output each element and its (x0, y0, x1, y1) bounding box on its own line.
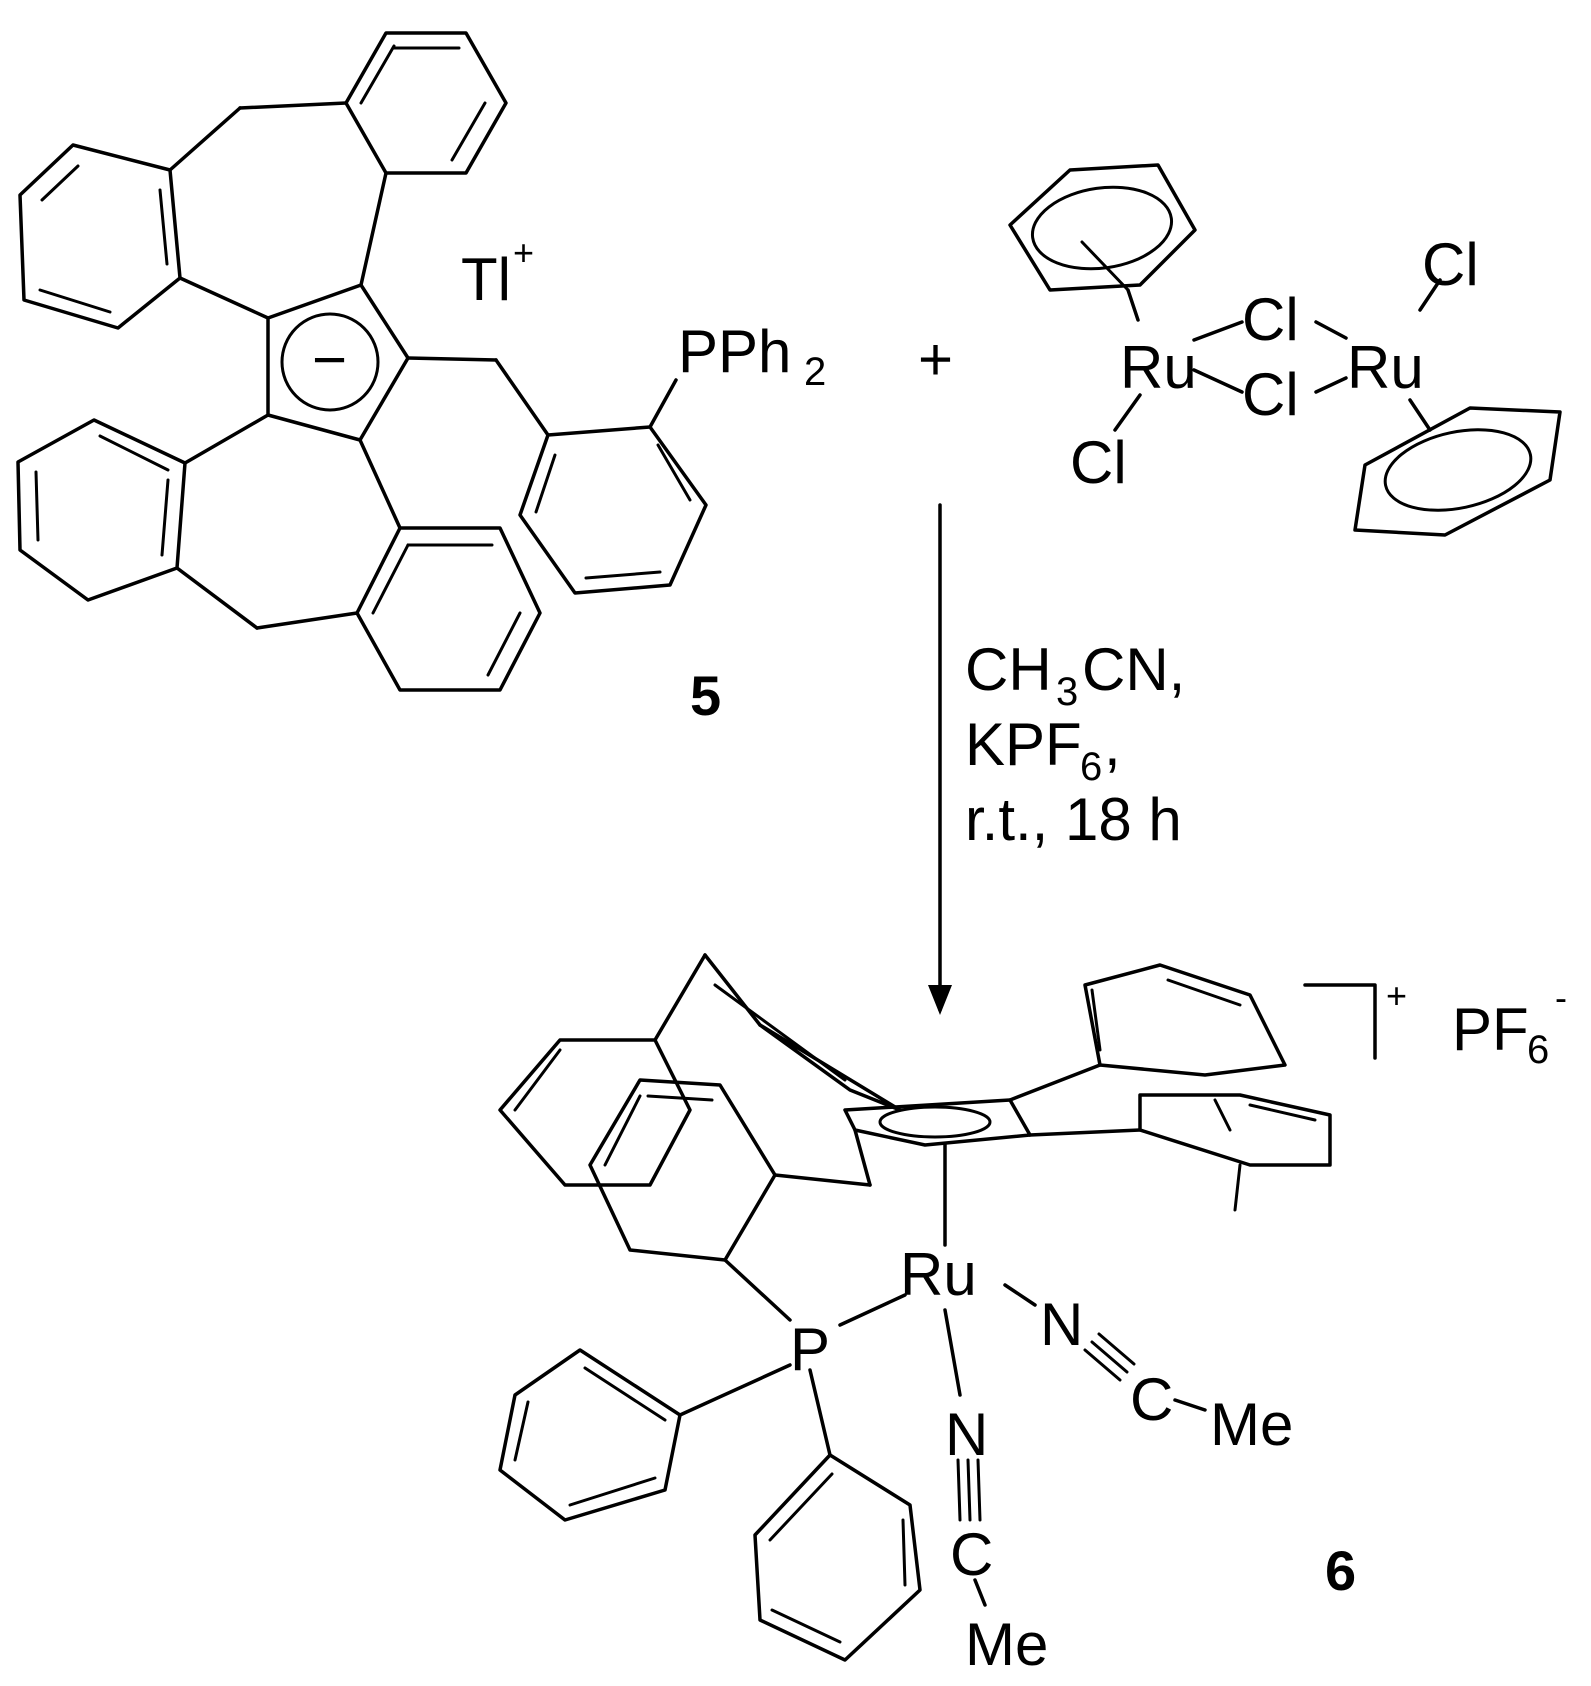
bond-p-ru (838, 1293, 907, 1327)
benzo-ring-top-right (344, 31, 508, 175)
cp-ring-product (843, 1098, 1032, 1147)
bond-ru-benzene-left (1126, 288, 1140, 322)
condition-solvent: CH (965, 636, 1052, 703)
bond-ring-benzo-tr (359, 171, 388, 287)
bond-ru1-cl-terminal (1113, 393, 1142, 432)
cl-terminal-right-label: Cl (1422, 231, 1479, 298)
bond-cp-right-lower (1028, 1128, 1142, 1137)
bond-cp-right-upper (1008, 1063, 1102, 1102)
bond-ring-benzo-br (358, 438, 402, 530)
reaction-arrow (928, 503, 952, 1015)
phosphorus-label: P (790, 1316, 830, 1383)
nitrile-right-me: Me (1210, 1391, 1293, 1458)
ch2-bridge-top-b (238, 101, 348, 110)
bond-ring-benzo-tl (178, 276, 270, 320)
cl-bridge-top-label: Cl (1242, 286, 1299, 353)
ch2-bridge-top-a (168, 106, 242, 172)
p-phenyl-left (498, 1348, 682, 1522)
pf6-label: PF (1452, 996, 1529, 1063)
benzene-ligand-left (1008, 163, 1197, 292)
benzene-ligand-right (1353, 406, 1562, 537)
condition-salt: KPF (965, 711, 1082, 778)
right-arene-lower (1138, 1093, 1332, 1212)
pph2-subscript: 2 (804, 350, 826, 394)
phosphinophenyl-ring (518, 425, 708, 595)
bond-ru-n-lower (943, 1308, 962, 1397)
bond-p-phenyl-left (678, 1363, 792, 1417)
condition-salt-tail: , (1104, 711, 1121, 778)
benzo-ring-bottom-left (16, 418, 187, 602)
reactant-5-structure: − (16, 31, 708, 692)
bond-aryl-p (648, 378, 678, 429)
bond-aryl-p (723, 1258, 792, 1322)
bond-ch2-aryl (494, 358, 550, 437)
bond-c-me-right (1173, 1398, 1207, 1412)
plus-sign: + (918, 326, 953, 393)
nitrile-lower-n: N (945, 1401, 988, 1468)
condition-solvent-tail: CN, (1082, 636, 1185, 703)
bond-ru2-cl-top (1314, 320, 1348, 340)
bond-ru2-cl-bottom (1314, 376, 1348, 394)
thallium-label: Tl (461, 246, 511, 313)
cation-bracket (1303, 983, 1377, 1060)
cation-charge: + (1386, 975, 1407, 1016)
pf6-subscript: 6 (1527, 1028, 1549, 1072)
bond-ch2-aryl (773, 1173, 872, 1187)
ru-product-label: Ru (900, 1241, 977, 1308)
compound-number-5: 5 (690, 664, 721, 727)
bond-ru-n-right (1003, 1283, 1037, 1307)
cl-terminal-left-label: Cl (1070, 429, 1127, 496)
pendant-aryl-front (588, 1078, 777, 1262)
condition-salt-sub: 6 (1080, 745, 1102, 789)
condition-temp-time: r.t., 18 h (965, 786, 1182, 853)
nitrile-lower-c: C (950, 1521, 993, 1588)
product-6-structure (498, 953, 1377, 1662)
bond-ru2-cl-terminal (1418, 278, 1442, 312)
nitrile-right-n: N (1040, 1291, 1083, 1358)
benzo-ring-top-left (18, 143, 182, 330)
ru-right-label: Ru (1347, 334, 1424, 401)
p-phenyl-bottom (753, 1453, 922, 1662)
condition-solvent-sub: 3 (1056, 670, 1078, 714)
bond-ru-benzene-right (1408, 398, 1432, 432)
ch2-to-left-arene (653, 953, 707, 1042)
ru-dimer-structure (1008, 163, 1562, 537)
right-arene-upper (1083, 963, 1287, 1077)
pf6-charge: - (1555, 977, 1567, 1018)
ch2-bridge-top (703, 953, 762, 1027)
pph2-label: PPh (678, 318, 791, 385)
benzo-ring-bottom-right (355, 526, 542, 692)
ch2-bridge-bottom-a (175, 566, 259, 630)
thallium-charge: + (513, 232, 534, 273)
ru-left-label: Ru (1120, 334, 1197, 401)
bond-ru1-cl-bottom (1192, 368, 1244, 394)
bond-ring-ch2 (406, 356, 498, 362)
bond-p-phenyl-bottom (808, 1368, 832, 1457)
bond-ru1-cl-top (1192, 320, 1244, 342)
ring-charge-minus: − (312, 326, 347, 393)
ch2-bridge-bottom-b (255, 611, 359, 630)
nitrile-lower-me: Me (965, 1611, 1048, 1678)
compound-number-6: 6 (1325, 1539, 1356, 1602)
nitrile-right-c: C (1130, 1366, 1173, 1433)
bond-ring-benzo-bl (183, 413, 270, 465)
back-arene-left (498, 1038, 692, 1187)
cl-bridge-bottom-label: Cl (1242, 361, 1299, 428)
cyclopentadienide-ring (266, 283, 410, 442)
bond-c-me-lower (973, 1578, 987, 1607)
bond-cp-ch2 (853, 1128, 872, 1187)
